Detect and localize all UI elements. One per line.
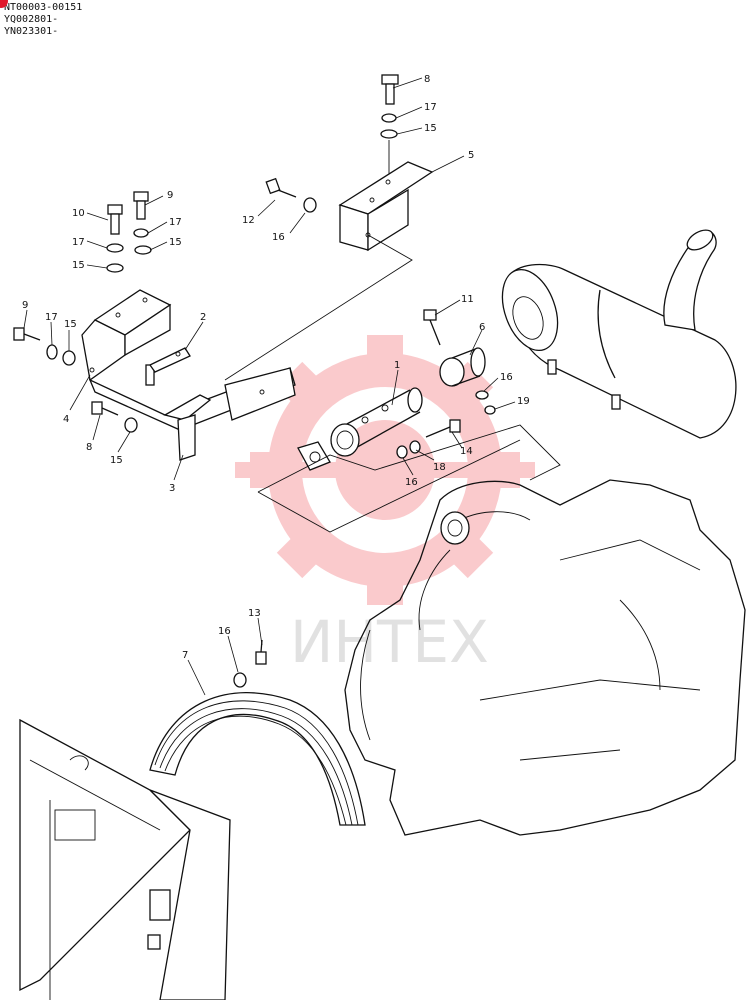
serial-line-1: NT00003-00151 xyxy=(4,2,83,13)
watermark-text: ИНТЕХ xyxy=(290,608,489,676)
callout-16: 16 xyxy=(218,626,231,637)
callout-3: 3 xyxy=(169,483,175,494)
left-bracket xyxy=(81,191,172,382)
callout-16: 16 xyxy=(500,372,513,383)
callout-15: 15 xyxy=(424,123,437,134)
callout-17: 17 xyxy=(169,217,182,228)
callout-17: 17 xyxy=(72,237,85,248)
callout-9: 9 xyxy=(22,300,28,311)
callout-17: 17 xyxy=(45,312,58,323)
callout-2: 2 xyxy=(200,312,206,323)
callout-19: 19 xyxy=(517,396,530,407)
callout-8: 8 xyxy=(86,442,92,453)
upper-bracket xyxy=(224,74,434,381)
callout-15: 15 xyxy=(169,237,182,248)
bolt-14 xyxy=(396,419,461,459)
callout-1: 1 xyxy=(394,360,400,371)
callout-17: 17 xyxy=(424,102,437,113)
callout-7: 7 xyxy=(182,650,188,661)
callout-15: 15 xyxy=(64,319,77,330)
bolt-9-left xyxy=(13,327,76,366)
callout-6: 6 xyxy=(479,322,485,333)
lower-bracket xyxy=(88,347,296,461)
serial-line-3: YN023301- xyxy=(4,26,59,37)
callout-5: 5 xyxy=(468,150,474,161)
callout-16: 16 xyxy=(272,232,285,243)
callout-16: 16 xyxy=(405,477,418,488)
callout-12: 12 xyxy=(242,215,255,226)
muffler xyxy=(501,229,737,439)
serial-line-2: YQ002801- xyxy=(4,14,59,25)
callout-8: 8 xyxy=(424,74,430,85)
callout-13: 13 xyxy=(248,608,261,619)
engine xyxy=(344,479,746,836)
bolt-12 xyxy=(265,177,317,213)
corner-marker-icon xyxy=(0,0,8,8)
callout-4: 4 xyxy=(63,414,69,425)
callout-18: 18 xyxy=(433,462,446,473)
callout-11: 11 xyxy=(461,294,474,305)
callout-15: 15 xyxy=(72,260,85,271)
radiator xyxy=(19,718,231,1000)
callout-14: 14 xyxy=(460,446,473,457)
fan-shroud xyxy=(149,639,366,826)
callout-labels: 8 17 15 5 12 16 9 10 17 17 15 15 9 17 15… xyxy=(22,74,530,661)
callout-10: 10 xyxy=(72,208,85,219)
callout-9: 9 xyxy=(167,190,173,201)
clamp-6 xyxy=(423,309,496,415)
leader-lines xyxy=(23,77,516,696)
exhaust-pipe xyxy=(257,387,561,533)
callout-15: 15 xyxy=(110,455,123,466)
bolt-8-lower xyxy=(91,401,138,433)
